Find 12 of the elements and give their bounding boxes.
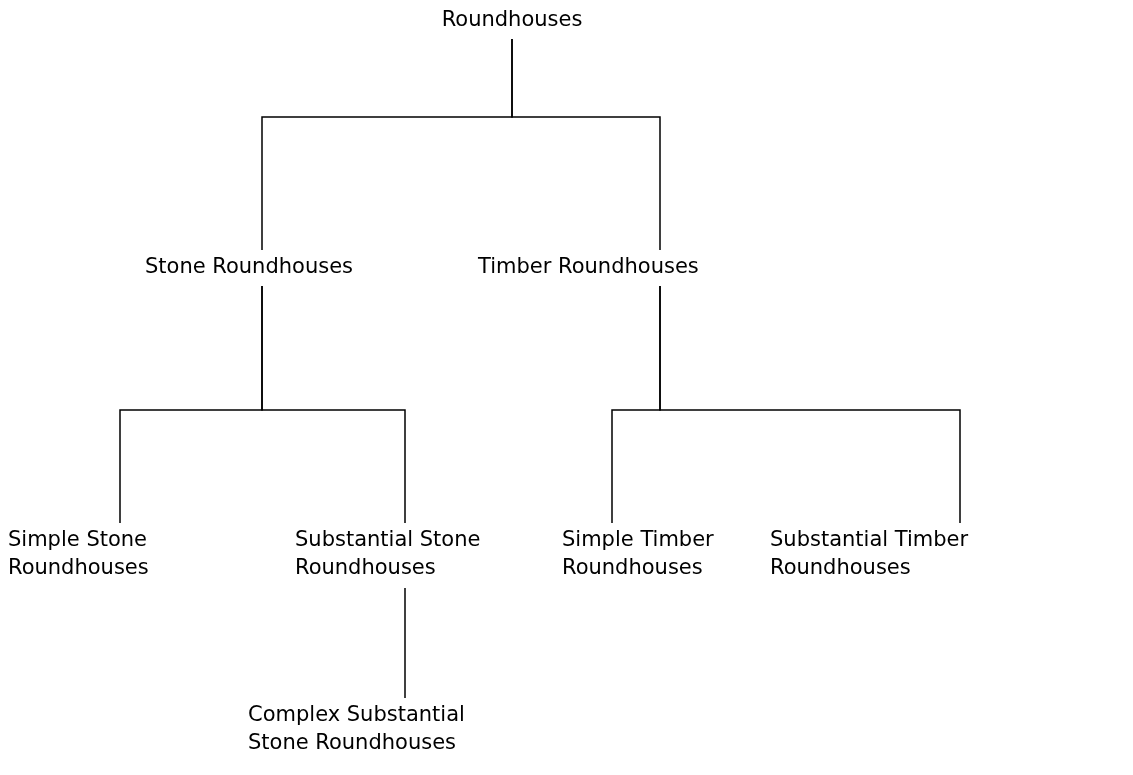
node-label: Roundhouses (440, 6, 584, 33)
connector-line (404, 587, 406, 699)
node-label: Simple Timber Roundhouses (562, 526, 715, 582)
node-label: Substantial Timber Roundhouses (770, 526, 970, 582)
node-label: Complex Substantial Stone Roundhouses (248, 701, 466, 757)
node-label: Substantial Stone Roundhouses (295, 526, 482, 582)
node-label: Simple Stone Roundhouses (8, 526, 150, 582)
node-label: Timber Roundhouses (478, 253, 700, 280)
connector-line (261, 285, 406, 524)
node-label: Stone Roundhouses (145, 253, 355, 280)
connector-line (511, 38, 661, 251)
connector-line (659, 285, 961, 524)
